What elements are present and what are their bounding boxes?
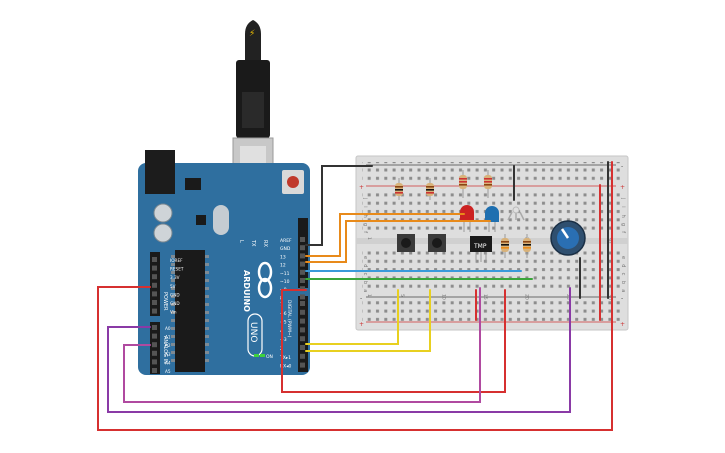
resistor-4[interactable]	[484, 170, 492, 198]
row-label-top-right: i	[620, 206, 626, 207]
digital-pin-label: ~3	[280, 337, 287, 343]
row-label-bottom-right: d	[620, 264, 626, 267]
digital-pin-label: 12	[280, 263, 286, 269]
row-label-top: f	[362, 231, 368, 233]
analog-pin-label: A5	[165, 369, 171, 374]
col-number-bottom: 5	[399, 294, 405, 297]
wire-3-yellow-a[interactable]	[305, 289, 399, 345]
col-number-bottom: 30	[607, 294, 613, 300]
power-pin-label: GND	[170, 301, 180, 306]
wire-13-orange[interactable]	[305, 213, 465, 257]
digital-header-label: DIGITAL (PWM~)	[286, 300, 292, 338]
resistor-1[interactable]	[395, 178, 403, 200]
col-number-bottom: 10	[441, 294, 447, 300]
row-label-bottom-right: a	[620, 289, 626, 292]
model-label: UNO	[248, 322, 258, 342]
power-header-label: POWER	[162, 292, 168, 311]
row-label-top: i	[362, 206, 368, 207]
resistor-5[interactable]	[501, 234, 509, 258]
led-rx-label: RX	[262, 240, 268, 247]
resistor-3[interactable]	[459, 170, 467, 198]
led-l-label: L	[238, 240, 244, 243]
col-number-bottom: 15	[482, 294, 488, 300]
power-jack	[145, 150, 175, 194]
resistor-2[interactable]	[426, 178, 434, 200]
digital-pin-label: TX▸1	[279, 355, 291, 361]
row-label-bottom: b	[362, 281, 368, 284]
digital-pin-label: 13	[280, 254, 286, 260]
rail-minus-bottom-label: -	[360, 295, 362, 302]
row-label-top-right: j	[620, 197, 626, 199]
tmp-sensor[interactable]: TMP	[470, 236, 492, 262]
on-label: ON	[266, 354, 273, 360]
analog-pin-label: A0	[165, 326, 171, 331]
digital-pin-label: ~5	[280, 320, 287, 326]
row-label-top-right: f	[620, 231, 626, 233]
col-number-top: 30	[607, 237, 613, 243]
col-number-bottom: 20	[524, 294, 530, 300]
digital-header-bottom-strip	[298, 296, 308, 372]
tmp-label: TMP	[473, 243, 487, 250]
wire-red-digital[interactable]	[281, 289, 506, 393]
rgb-led[interactable]	[507, 206, 525, 221]
led-tx-label: TX	[250, 239, 256, 247]
digital-pin-label: GND	[280, 246, 291, 252]
row-label-bottom: d	[362, 264, 368, 267]
row-label-bottom-right: e	[620, 256, 626, 259]
col-number-top: 1	[366, 237, 372, 240]
power-pin-label: GND	[170, 292, 180, 297]
wire-gnd-black[interactable]	[305, 165, 373, 246]
row-label-top-right: h	[620, 215, 626, 218]
row-label-bottom: e	[362, 256, 368, 259]
power-pin-label: Vin	[170, 310, 177, 315]
analog-pin-label: A1	[165, 335, 171, 340]
analog-header-strip	[150, 322, 160, 374]
row-label-bottom: c	[362, 273, 368, 276]
arduino-uno-board[interactable]: ARDUINO UNO L TX RX ON POWER ANALOG IN D…	[138, 150, 310, 375]
digital-pin-label: ~10	[280, 279, 290, 285]
digital-header-top-strip	[298, 218, 308, 288]
digital-pin-label: ~6	[280, 311, 287, 317]
power-pin-label: RESET	[170, 267, 184, 272]
atmega-chip	[175, 250, 205, 372]
digital-pin-label: RX◂0	[280, 364, 291, 370]
row-label-bottom: a	[362, 289, 368, 292]
row-label-top: h	[362, 215, 368, 218]
power-pin-label: 5V	[170, 284, 176, 289]
power-pin-label: 3.3V	[170, 275, 180, 280]
analog-pin-label: A3	[165, 352, 171, 357]
digital-pin-label: ~11	[280, 271, 290, 277]
row-label-bottom-right: c	[620, 273, 626, 276]
lightning-icon: ⚡	[249, 29, 255, 39]
analog-pin-label: A2	[165, 343, 171, 348]
analog-pin-label: A4	[165, 360, 171, 365]
rail-minus-top-right-label: -	[621, 163, 623, 170]
potentiometer[interactable]	[550, 220, 586, 256]
wire-a2-magenta[interactable]	[123, 287, 481, 403]
wire-a0-purple[interactable]	[107, 287, 571, 413]
col-number-bottom: 1	[366, 294, 372, 297]
rail-plus-bottom-label: +	[359, 321, 364, 328]
row-label-top-right: g	[620, 223, 626, 226]
resistor-6[interactable]	[523, 234, 531, 258]
row-label-top: g	[362, 223, 368, 226]
digital-pin-label: AREF	[280, 238, 292, 244]
wire-5v-red[interactable]	[97, 161, 613, 431]
infinity-logo-icon	[257, 261, 273, 299]
pushbutton-1[interactable]	[397, 234, 415, 252]
analog-header-label: ANALOG IN	[162, 336, 168, 364]
col-number-bottom: 25	[565, 294, 571, 300]
pushbutton-2[interactable]	[428, 234, 446, 252]
rail-plus-bottom-right-label: +	[620, 321, 625, 328]
row-label-top: j	[362, 197, 368, 199]
wire-2-yellow-b[interactable]	[305, 289, 431, 352]
rail-plus-top-label: +	[359, 184, 364, 191]
brand-label: ARDUINO	[242, 270, 251, 312]
row-label-bottom-right: b	[620, 281, 626, 284]
rail-plus-top-right-label: +	[620, 184, 625, 191]
power-pin-label: IOREF	[170, 258, 183, 263]
rail-minus-bottom-right-label: -	[621, 295, 623, 302]
wire-12-orange[interactable]	[305, 220, 491, 263]
